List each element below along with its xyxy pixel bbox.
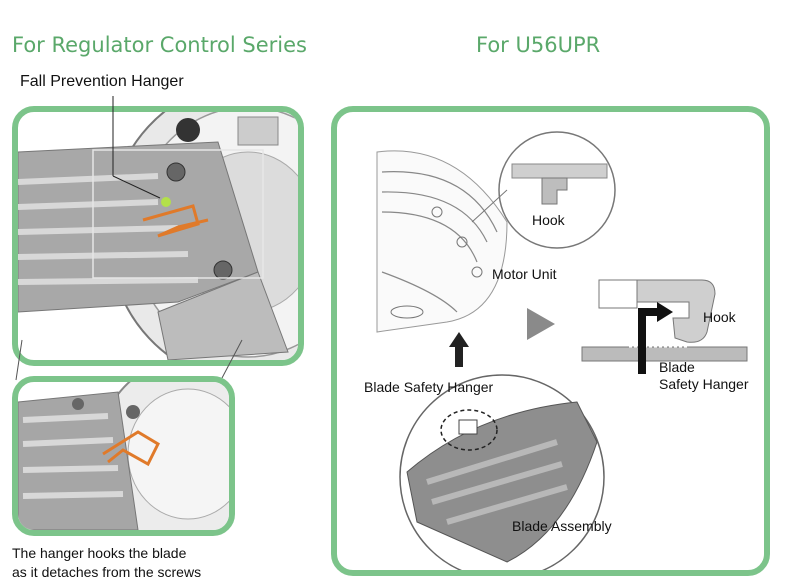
- blade-assembly-label: Blade Assembly: [512, 518, 612, 534]
- caption-line-1: The hanger hooks the blade: [12, 545, 187, 561]
- right-heading: For U56UPR: [476, 33, 601, 57]
- blade-label-line-1: Blade: [659, 359, 695, 375]
- hook-right-label: Hook: [703, 309, 736, 325]
- hook-top-label: Hook: [532, 212, 565, 228]
- blade-safety-hanger-label: Blade Safety Hanger: [364, 379, 494, 395]
- blade-label-line-2: Safety Hanger: [659, 376, 749, 392]
- u56upr-panel: [331, 106, 770, 576]
- fall-prevention-hanger-label: Fall Prevention Hanger: [20, 73, 184, 90]
- regulator-detail-illustration: [12, 376, 235, 536]
- regulator-main-illustration: [12, 106, 304, 366]
- motor-unit-label: Motor Unit: [492, 266, 557, 282]
- caption-line-2: as it detaches from the screws: [12, 564, 202, 580]
- left-heading: For Regulator Control Series: [12, 33, 307, 57]
